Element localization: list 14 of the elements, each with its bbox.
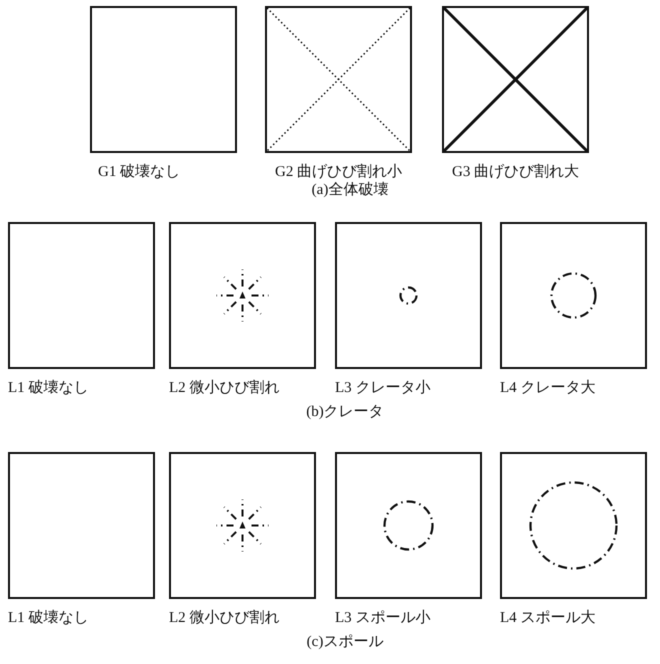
specimen-caption: L2 微小ひび割れ [169,378,280,397]
section-caption: (a)全体破壊 [312,180,388,199]
section-caption: (c)スポール [306,633,384,651]
specimen-caption: L2 微小ひび割れ [169,608,280,627]
specimen-caption: G1 破壊なし [98,162,180,181]
specimen-caption: L3 クレータ小 [335,378,430,397]
specimen-caption: L1 破壊なし [8,608,88,627]
specimen-caption: G2 曲げひび割れ小 [275,162,402,181]
specimen-caption: L3 スポール小 [335,608,430,627]
specimen-caption: L4 クレータ大 [500,378,596,397]
section-caption: (b)クレータ [306,403,384,421]
specimen-caption: L1 破壊なし [8,378,88,397]
specimen-caption: G3 曲げひび割れ大 [452,162,580,181]
specimen-caption: L4 スポール大 [500,608,596,627]
